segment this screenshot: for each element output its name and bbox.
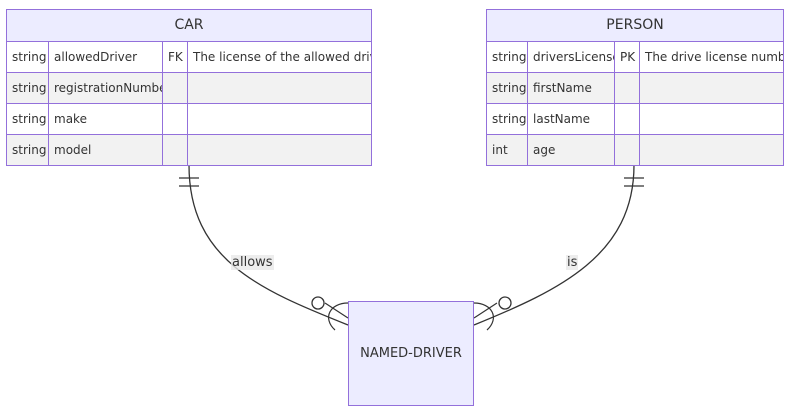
attribute-comment: The license of the allowed driver: [187, 42, 371, 72]
attribute-key: [162, 104, 187, 134]
attribute-type: string: [492, 112, 527, 126]
attribute-row: string model: [7, 135, 371, 165]
attribute-type: string: [12, 143, 47, 157]
attribute-row: string registrationNumber: [7, 73, 371, 104]
attribute-type: string: [12, 81, 47, 95]
relationship-label-is: is: [566, 255, 579, 270]
person-many-marker: [473, 302, 498, 331]
attribute-row: int age: [487, 135, 783, 165]
attribute-name: driversLicense: [527, 42, 614, 72]
entity-car-title: CAR: [7, 10, 371, 42]
entity-person[interactable]: PERSON string driversLicense PK The driv…: [486, 9, 784, 166]
attribute-key: FK: [162, 42, 187, 72]
attribute-key: [162, 73, 187, 103]
attribute-name: firstName: [527, 73, 614, 103]
car-many-marker: [324, 302, 349, 331]
attribute-row: string make: [7, 104, 371, 135]
attribute-name: lastName: [527, 104, 614, 134]
attribute-row: string firstName: [487, 73, 783, 104]
car-zero-marker: [311, 296, 325, 310]
attribute-comment: [187, 73, 371, 103]
attribute-type: string: [12, 50, 47, 64]
attribute-type: string: [492, 50, 527, 64]
attribute-name: model: [48, 135, 162, 165]
attribute-name: registrationNumber: [48, 73, 162, 103]
attribute-key: [614, 73, 639, 103]
attribute-type: int: [492, 143, 508, 157]
attribute-row: string allowedDriver FK The license of t…: [7, 42, 371, 73]
entity-car[interactable]: CAR string allowedDriver FK The license …: [6, 9, 372, 166]
attribute-row: string driversLicense PK The drive licen…: [487, 42, 783, 73]
attribute-name: allowedDriver: [48, 42, 162, 72]
attribute-key: [614, 135, 639, 165]
attribute-row: string lastName: [487, 104, 783, 135]
entity-person-title: PERSON: [487, 10, 783, 42]
attribute-comment: [639, 135, 783, 165]
relationship-label-allows: allows: [231, 255, 274, 270]
attribute-comment: [639, 104, 783, 134]
attribute-comment: [187, 135, 371, 165]
attribute-comment: [639, 73, 783, 103]
person-zero-marker: [498, 296, 512, 310]
attribute-key: PK: [614, 42, 639, 72]
attribute-name: make: [48, 104, 162, 134]
entity-named-driver-title: NAMED-DRIVER: [360, 346, 462, 361]
attribute-type: string: [12, 112, 47, 126]
attribute-name: age: [527, 135, 614, 165]
attribute-type: string: [492, 81, 527, 95]
attribute-comment: The drive license number: [639, 42, 783, 72]
attribute-key: [162, 135, 187, 165]
attribute-comment: [187, 104, 371, 134]
connector-is: [473, 164, 635, 326]
connector-allows: [188, 164, 349, 326]
attribute-key: [614, 104, 639, 134]
entity-named-driver[interactable]: NAMED-DRIVER: [348, 301, 474, 406]
